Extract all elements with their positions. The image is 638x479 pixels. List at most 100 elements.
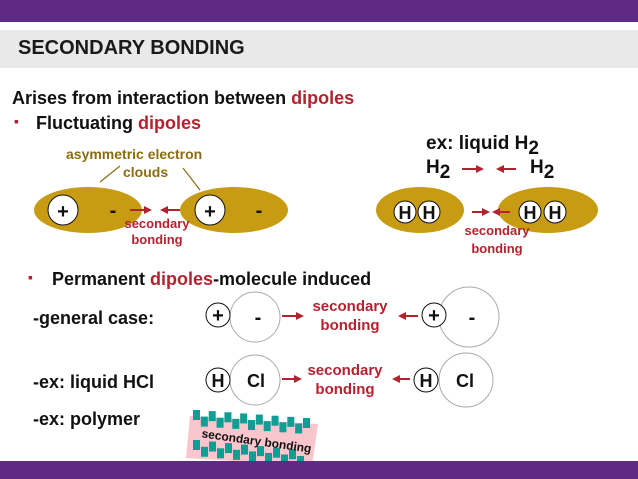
h-atom-1-label: H	[399, 203, 412, 223]
asym-pointer-right	[182, 167, 201, 191]
h-atom-4-label: H	[549, 203, 562, 223]
bullet-marker-1: ▪	[14, 113, 19, 129]
general-bonding-text: bonding	[320, 317, 379, 334]
polymer-segment-top	[295, 423, 303, 434]
polymer-segment-top	[232, 418, 240, 429]
polymer-segment-top	[200, 416, 208, 427]
general-dipole-right: + -	[421, 286, 500, 348]
hcl-h-left-label: H	[212, 371, 225, 391]
minus-sign-right: -	[256, 200, 263, 222]
polymer-segment-bottom	[233, 449, 240, 460]
polymer-segment-bottom	[217, 448, 224, 459]
bullet1-prefix: Fluctuating	[36, 113, 138, 133]
general-minus-left: -	[255, 307, 262, 329]
general-nucleus-left	[205, 302, 231, 328]
polymer-segment-bottom	[289, 449, 296, 460]
plus-sign-left: +	[57, 201, 69, 223]
hcl-molecule-left: H Cl	[205, 354, 281, 406]
polymer-segment-bottom	[193, 440, 200, 450]
intro-prefix: Arises from interaction between	[12, 88, 292, 108]
intro-line: Arises from interaction between dipoles	[12, 88, 354, 109]
intro-highlight: dipoles	[291, 88, 355, 108]
polymer-segment-bottom	[225, 443, 232, 454]
fluct-secondary-text: secondary	[124, 216, 190, 231]
h2-secondary-text: secondary	[464, 223, 530, 238]
polymer-segment-top	[287, 416, 295, 427]
nucleus-right	[194, 194, 226, 226]
hcl-h-right-label: H	[420, 371, 433, 391]
h-atom-hcl-right	[413, 367, 439, 393]
h-atom-2	[417, 200, 441, 224]
h2-molecule-right: H H	[498, 187, 598, 233]
h2-right-sub: 2	[543, 162, 555, 183]
bullet2-suffix: -molecule induced	[213, 269, 372, 289]
h2-left-sub: 2	[439, 162, 451, 183]
polymer-segment-top	[240, 413, 248, 424]
polymer-segment-bottom	[281, 454, 288, 465]
general-plus-right: +	[428, 305, 440, 327]
fluct-molecule-right: + -	[180, 187, 288, 233]
polymer-chain-bottom	[193, 440, 304, 466]
bullet-fluctuating: Fluctuating dipoles	[36, 113, 201, 134]
h-atom-3-label: H	[524, 203, 537, 223]
top-accent-bar	[0, 0, 638, 22]
ex-liquid-sub: 2	[528, 138, 539, 159]
ex-liquid-label: ex: liquid H	[426, 133, 529, 154]
h2-bonding-text: bonding	[471, 241, 522, 256]
h2-left-label: H2	[426, 157, 450, 183]
polymer-segment-bottom	[249, 451, 256, 462]
title-bar	[0, 30, 638, 68]
bottom-accent-bar	[0, 461, 638, 479]
general-nucleus-right	[421, 302, 447, 328]
polymer-label: -ex: polymer	[33, 409, 141, 429]
bullet2-highlight: dipoles	[150, 269, 214, 289]
h-atom-2-label: H	[423, 203, 436, 223]
bullet2-prefix: Permanent	[52, 269, 151, 289]
polymer-segment-bottom	[209, 441, 216, 452]
polymer-segment-top	[303, 418, 310, 428]
polymer-diagram: secondary bonding	[186, 410, 318, 466]
asym-pointer-left	[99, 165, 121, 183]
polymer-segment-top	[263, 421, 271, 432]
hcl-bonding-text: bonding	[315, 381, 374, 398]
polymer-segment-bottom	[265, 452, 272, 463]
polymer-segment-bottom	[201, 446, 208, 457]
fluct-bonding-text: bonding	[131, 232, 182, 247]
general-minus-right: -	[469, 307, 476, 329]
h2-left-h: H	[426, 157, 440, 178]
polymer-segment-top	[248, 420, 255, 430]
h2-right-label: H2	[530, 157, 554, 183]
minus-sign-left: -	[110, 200, 117, 222]
polymer-segment-bottom	[273, 447, 280, 458]
fluct-molecule-left: + -	[34, 187, 142, 233]
bullet-permanent: Permanent dipoles-molecule induced	[52, 269, 371, 290]
asym-label-line1: asymmetric electron	[66, 146, 203, 162]
plus-sign-right: +	[204, 201, 216, 223]
cl-atom-right	[438, 352, 494, 408]
polymer-segment-bottom	[257, 446, 264, 457]
h2-molecule-left: H H	[376, 187, 464, 233]
polymer-segment-top	[208, 411, 216, 422]
polymer-segment-bottom	[241, 444, 248, 455]
polymer-segment-top	[279, 422, 287, 433]
nucleus-left	[47, 194, 79, 226]
polymer-segment-top	[193, 410, 200, 420]
polymer-chain-top	[193, 410, 310, 434]
hcl-cl-right-label: Cl	[456, 371, 474, 391]
h-atom-1	[393, 200, 417, 224]
general-secondary-text: secondary	[312, 298, 388, 315]
h2-right-h: H	[530, 157, 544, 178]
hcl-cl-left-label: Cl	[247, 371, 265, 391]
general-dipole-left: + -	[205, 291, 281, 343]
h-atom-3	[518, 200, 542, 224]
polymer-segment-top	[216, 417, 224, 428]
liquid-hcl-label: -ex: liquid HCl	[33, 372, 154, 392]
polymer-segment-top	[271, 415, 279, 426]
polymer-segment-top	[224, 412, 232, 423]
hcl-secondary-text: secondary	[307, 362, 383, 379]
ex-liquid-h2: ex: liquid H2	[426, 133, 539, 159]
h-atom-4	[543, 200, 567, 224]
bullet1-highlight: dipoles	[138, 113, 202, 133]
hcl-molecule-right: H Cl	[413, 352, 494, 408]
